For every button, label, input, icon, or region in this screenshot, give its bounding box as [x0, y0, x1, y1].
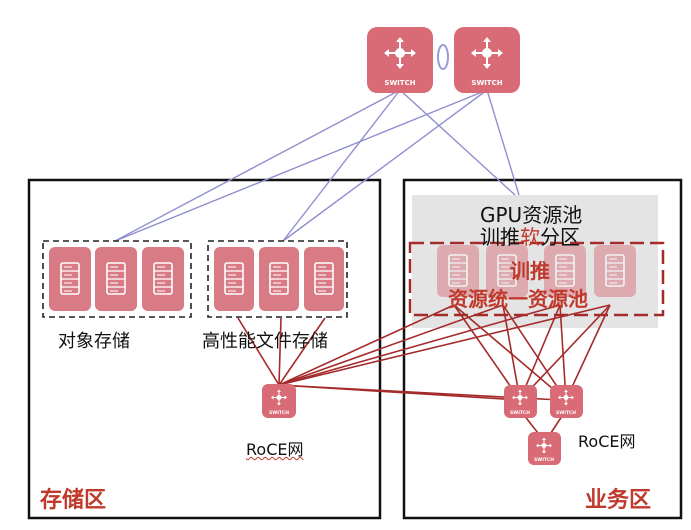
roce-switch-business-2: SWITCH: [550, 385, 583, 418]
switch-label: SWITCH: [471, 79, 502, 87]
partition-highlight: 软: [520, 225, 540, 249]
hpc-storage-box: [207, 240, 348, 318]
partition-prefix: 训推: [480, 225, 520, 249]
partition-title: 训推软分区: [480, 221, 580, 250]
object-storage-servers: [49, 247, 184, 311]
roce-switch-business-1: SWITCH: [504, 385, 537, 418]
switch-label: SWITCH: [384, 79, 415, 87]
roce-label-storage: RoCE网: [246, 440, 304, 459]
hpc-storage-label: 高性能文件存储: [202, 331, 328, 352]
unified-pool-line2: 资源统一资源池: [448, 287, 588, 311]
roce-links: [237, 304, 611, 443]
object-storage-box: [42, 240, 192, 318]
storage-zone-title: 存储区: [40, 488, 107, 513]
business-zone-title: 业务区: [585, 488, 652, 513]
gpu-pool-title: GPU资源池: [480, 203, 583, 227]
roce-label-business: RoCE网: [578, 432, 636, 451]
core-uplinks: [114, 89, 520, 242]
switch-label: SWITCH: [534, 457, 554, 463]
object-storage-label: 对象存储: [58, 331, 130, 352]
unified-pool-line1: 训推: [510, 259, 550, 283]
hpc-storage-servers: [214, 247, 344, 311]
partition-suffix: 分区: [540, 225, 580, 249]
switch-label: SWITCH: [510, 410, 530, 416]
core-switch-left: SWITCH: [367, 27, 433, 93]
switch-label: SWITCH: [269, 410, 289, 416]
gpu-server-group: [437, 245, 636, 297]
stack-link: [437, 44, 449, 70]
roce-switch-business-3: SWITCH: [528, 432, 561, 465]
core-switch-right: SWITCH: [454, 27, 520, 93]
roce-switch-storage: SWITCH: [262, 384, 296, 418]
switch-label: SWITCH: [556, 410, 576, 416]
unified-pool-box: [408, 241, 665, 317]
